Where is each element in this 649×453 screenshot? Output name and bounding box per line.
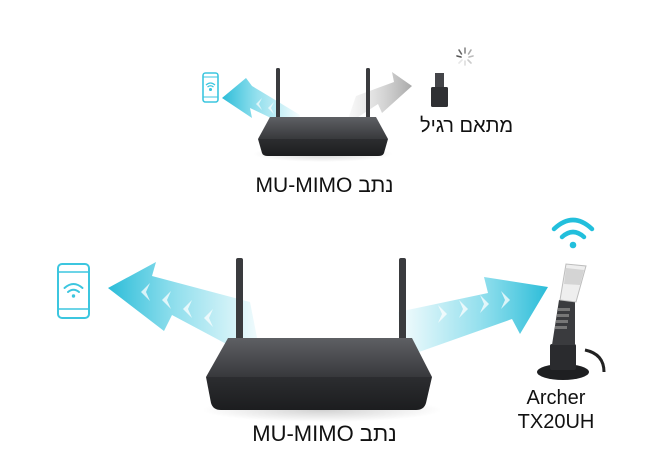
bottom-right-beam-arrow-icon: [398, 277, 548, 358]
bottom-phone-icon: [57, 263, 90, 319]
archer-label-line2: TX20UH: [517, 411, 595, 433]
archer-wifi-icon: [551, 217, 595, 249]
archer-adapter-label: Archer TX20UH: [513, 386, 599, 434]
top-right-beam-arrow-icon: [346, 72, 412, 125]
bottom-right-chevrons: [438, 291, 510, 323]
bottom-router-caption: נתב MU-MIMO: [252, 421, 397, 446]
archer-usb-adapter-icon: [537, 263, 606, 380]
top-router-icon: [253, 68, 393, 162]
bottom-router-icon: [202, 258, 442, 422]
top-left-chevrons: [256, 98, 274, 114]
archer-label-line1: Archer: [526, 387, 586, 409]
top-phone-wifi-icon: [205, 82, 216, 92]
top-scene: [202, 47, 474, 162]
loading-spinner-icon: [456, 47, 474, 66]
bottom-scene: [57, 217, 606, 422]
top-phone-icon: [202, 72, 219, 103]
regular-adapter-label: מתאם רגיל: [420, 115, 514, 137]
top-usb-adapter-icon: [431, 73, 448, 107]
bottom-left-chevrons: [141, 283, 213, 327]
bottom-phone-wifi-icon: [63, 283, 84, 298]
top-router-caption: נתב MU-MIMO: [255, 174, 394, 197]
